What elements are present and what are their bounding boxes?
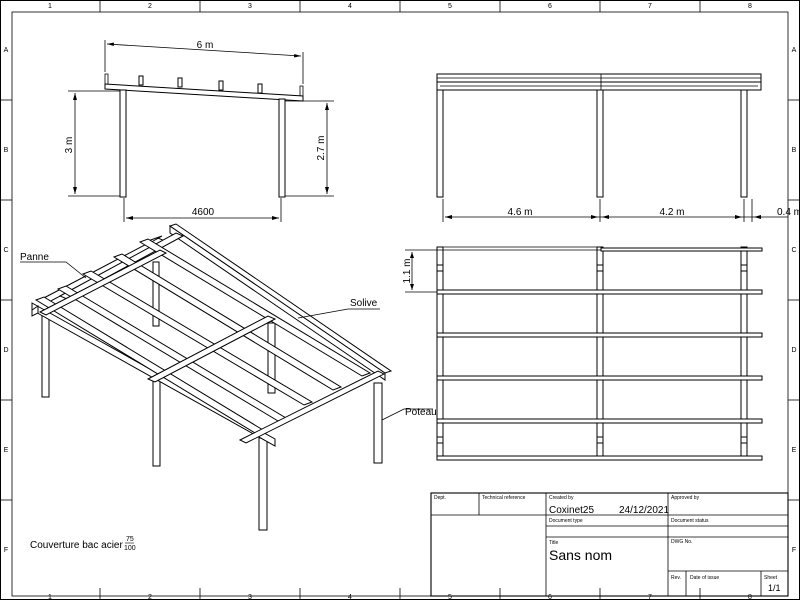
roofing-note: Couverture bac acier 75 100	[30, 536, 136, 552]
created-by-value: Coxinet25	[549, 505, 594, 516]
note-text: Couverture bac acier	[30, 540, 123, 551]
label-poteau: Poteau	[405, 407, 437, 418]
grid-column-label: 7	[648, 3, 652, 10]
grid-column-label: 8	[748, 3, 752, 10]
grid-column-label: 5	[448, 3, 452, 10]
grid-column-label: 6	[548, 594, 552, 600]
dim-right-height: 2.7 m	[316, 135, 327, 160]
created-date: 24/12/2021	[619, 505, 669, 516]
label-panne: Panne	[20, 252, 49, 263]
grid-row-label: F	[792, 547, 796, 554]
plan-view: 1.1 m	[402, 246, 763, 461]
dim-span-3: 0.4 m	[777, 207, 800, 218]
dim-span-1: 4.6 m	[507, 207, 532, 218]
doc-status-label: Document status	[671, 518, 709, 524]
grid-column-label: 4	[348, 594, 352, 600]
drawing-frame	[11, 11, 789, 597]
grid-row-label: B	[4, 147, 9, 154]
grid-column-label: 7	[648, 594, 652, 600]
front-elevation-view: 4.6 m 4.2 m 0.4 m	[436, 73, 800, 222]
grid-row-label: D	[3, 347, 8, 354]
grid-column-label: 3	[248, 3, 252, 10]
title-block: Dept. Technical reference Created by Cox…	[430, 492, 789, 597]
grid-column-label: 2	[148, 594, 152, 600]
dim-top-length: 6 m	[197, 40, 214, 51]
grid-column-label: 8	[748, 594, 752, 600]
note-fraction-den: 100	[124, 545, 136, 552]
note-fraction-num: 75	[126, 536, 134, 543]
approved-by-label: Approved by	[671, 495, 700, 501]
grid-row-label: C	[791, 247, 796, 254]
isometric-view: Panne Solive Poteau	[20, 223, 437, 531]
doc-type-label: Document type	[549, 518, 583, 524]
grid-column-label: 1	[48, 3, 52, 10]
grid-column-label: 2	[148, 3, 152, 10]
grid-column-label: 3	[248, 594, 252, 600]
grid-column-label: 5	[448, 594, 452, 600]
tech-ref-label: Technical reference	[482, 495, 526, 501]
grid-row-label: F	[4, 547, 8, 554]
dim-left-height: 3 m	[64, 137, 75, 154]
grid-row-label: E	[4, 447, 9, 454]
title-label: Title	[549, 540, 558, 546]
dept-label: Dept.	[434, 495, 446, 501]
grid-row-label: B	[792, 147, 797, 154]
grid-row-label: D	[791, 347, 796, 354]
dim-bottom-length: 4600	[192, 207, 215, 218]
grid-row-label: A	[4, 47, 9, 54]
dim-spacing: 1.1 m	[402, 258, 413, 283]
created-by-label: Created by	[549, 495, 574, 501]
grid-row-label: A	[792, 47, 797, 54]
dim-span-2: 4.2 m	[659, 207, 684, 218]
grid-row-label: E	[792, 447, 797, 454]
grid-column-label: 1	[48, 594, 52, 600]
grid-column-label: 6	[548, 3, 552, 10]
rev-label: Rev.	[671, 575, 681, 581]
side-elevation-view: 6 m 3 m 2.7 m 4600	[64, 40, 334, 222]
dwg-no-label: DWG No.	[671, 539, 692, 545]
sheet-label: Sheet	[764, 575, 778, 581]
label-solive: Solive	[350, 298, 378, 309]
sheet-value: 1/1	[768, 583, 781, 593]
date-issue-label: Date of issue	[690, 575, 719, 581]
drawing-title: Sans nom	[549, 547, 612, 563]
grid-column-label: 4	[348, 3, 352, 10]
grid-row-label: C	[3, 247, 8, 254]
